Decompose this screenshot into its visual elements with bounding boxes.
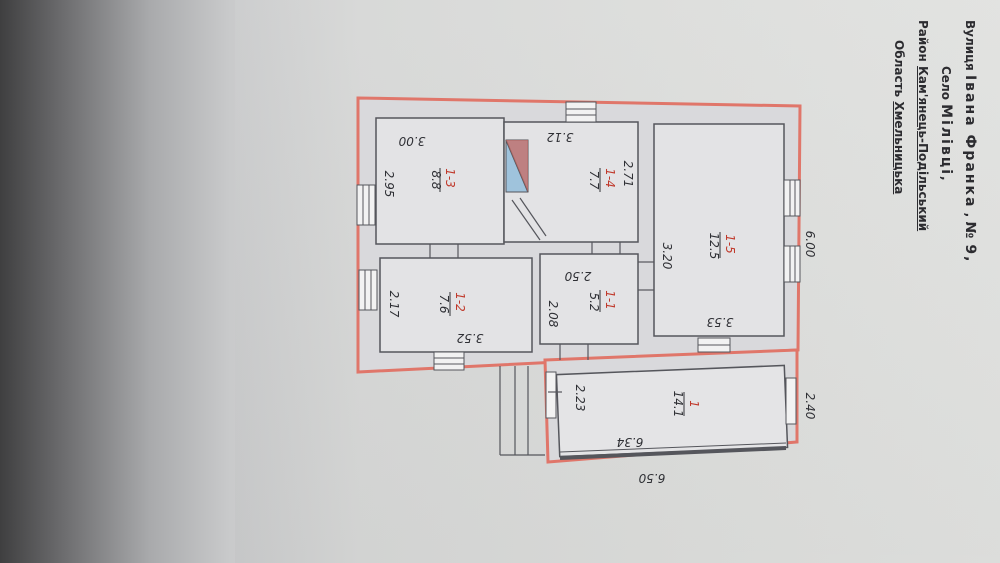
village-name: Мілівці: [938, 104, 954, 176]
svg-text:5.2: 5.2: [587, 292, 601, 311]
dim-2-23: 2.23: [573, 385, 587, 412]
dim-2-08: 2.08: [546, 301, 560, 328]
dim-2-17: 2.17: [387, 291, 401, 318]
room-label-1-3: 1-3 8.8: [429, 168, 457, 192]
door-marks: [429, 242, 654, 393]
room-label-1-2: 1-2 7.6: [437, 292, 467, 316]
dim-3-00: 3.00: [398, 134, 425, 148]
porch-steps: [499, 366, 545, 456]
dim-3-12: 3.12: [547, 130, 574, 144]
room-label-1-5: 1-5 12.5: [707, 232, 737, 259]
dimension-labels: 3.00 3.12 2.95 2.71 3.20 6.00 2.50 2.17 …: [382, 130, 817, 485]
stove: [505, 139, 547, 241]
svg-text:14.1: 14.1: [671, 391, 685, 418]
dim-2-95: 2.95: [382, 171, 396, 198]
windows: [356, 101, 801, 425]
room-label-1-4: 1-4 7.7: [587, 168, 617, 192]
svg-text:1-1: 1-1: [603, 290, 617, 310]
region-name: Хмельницька: [892, 101, 906, 195]
address-street-line: Вулиця Івана Франка , № 9,: [962, 20, 978, 264]
veranda-wall: [543, 348, 799, 464]
svg-text:7.7: 7.7: [587, 170, 601, 189]
dim-6-50: 6.50: [638, 471, 665, 485]
dim-6-00: 6.00: [803, 231, 817, 258]
address-village-line: Село Мілівці,: [938, 66, 954, 181]
address-block: Вулиця Івана Франка , № 9, Село Мілівці,…: [880, 20, 980, 540]
dim-2-71: 2.71: [621, 161, 635, 188]
svg-text:12.5: 12.5: [707, 233, 721, 260]
svg-text:1-5: 1-5: [723, 234, 737, 254]
room-label-1: 1 14.1: [671, 391, 701, 418]
svg-text:1-2: 1-2: [453, 292, 467, 312]
dim-2-40: 2.40: [803, 393, 817, 420]
svg-text:7.6: 7.6: [437, 294, 451, 313]
address-district-line: Район Кам'янець-Подільський: [916, 20, 930, 232]
svg-text:1-4: 1-4: [603, 168, 617, 188]
svg-text:1: 1: [687, 400, 701, 408]
dim-3-53: 3.53: [707, 315, 734, 329]
room-label-1-1: 1-1 5.2: [587, 290, 617, 312]
svg-text:8.8: 8.8: [429, 170, 443, 189]
district-name: Кам'янець-Подільський: [916, 66, 930, 232]
dim-6-34: 6.34: [617, 435, 644, 449]
address-region-line: Область Хмельницька: [892, 40, 906, 195]
street-name: Івана Франка: [962, 74, 978, 209]
dim-3-52: 3.52: [457, 331, 484, 345]
dim-2-50: 2.50: [564, 269, 591, 283]
dim-3-20: 3.20: [660, 243, 674, 270]
svg-text:1-3: 1-3: [443, 168, 457, 188]
house-number: 9,: [962, 244, 978, 264]
